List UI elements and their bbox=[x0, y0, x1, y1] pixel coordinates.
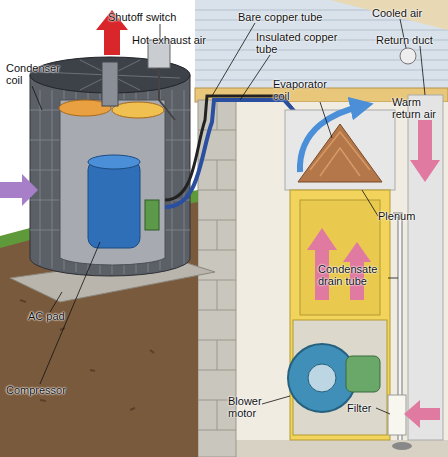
part-label: Plenum bbox=[378, 210, 428, 222]
return-arrow bbox=[404, 400, 440, 428]
compressor-top bbox=[88, 155, 140, 169]
capacitor bbox=[145, 200, 159, 230]
return-duct bbox=[408, 95, 443, 440]
part-label: Evaporator coil bbox=[273, 78, 335, 102]
fan-motor bbox=[102, 62, 118, 106]
part-label: Blower motor bbox=[228, 395, 273, 419]
blower-hub bbox=[308, 364, 336, 392]
basement-floor bbox=[236, 440, 448, 457]
part-label: Insulated copper tube bbox=[256, 31, 351, 55]
house bbox=[195, 0, 448, 457]
compressor bbox=[88, 160, 140, 248]
leader-line bbox=[240, 55, 270, 100]
cutaway bbox=[60, 100, 165, 265]
part-label: Hot exhaust air bbox=[132, 34, 222, 46]
conduit bbox=[159, 68, 175, 120]
leader-line bbox=[420, 46, 425, 95]
heat-chamber bbox=[300, 200, 380, 315]
leader-line bbox=[262, 396, 290, 404]
leader-line bbox=[376, 408, 390, 414]
thermostat bbox=[400, 48, 416, 64]
part-label: Return duct bbox=[376, 34, 446, 46]
condenser-coil bbox=[30, 90, 190, 274]
part-label: Bare copper tube bbox=[238, 11, 338, 23]
blower-motor bbox=[346, 356, 380, 392]
roof-overhang bbox=[330, 0, 448, 30]
part-label: Compressor bbox=[6, 384, 76, 396]
intake-arrow bbox=[0, 174, 38, 206]
filter bbox=[388, 395, 406, 435]
floor-drain bbox=[392, 442, 412, 450]
part-label: AC pad bbox=[28, 310, 78, 322]
part-label: Cooled air bbox=[372, 7, 442, 19]
part-label: Shutoff switch bbox=[108, 11, 203, 23]
leader-line bbox=[362, 190, 378, 216]
part-label: Warm return air bbox=[392, 96, 447, 120]
leader-line bbox=[50, 292, 62, 312]
insulated-copper-tube bbox=[165, 100, 304, 207]
refrigerant-lines bbox=[148, 40, 304, 207]
siding-lines bbox=[195, 10, 448, 80]
return-arrow bbox=[410, 120, 440, 182]
leader-line bbox=[388, 278, 398, 279]
cooled-air-arrow bbox=[300, 106, 362, 172]
leader-line bbox=[212, 23, 255, 96]
bare-copper-tube bbox=[165, 96, 300, 200]
fan-blade bbox=[112, 102, 164, 118]
leader-line bbox=[32, 86, 42, 110]
part-label: Condensate drain tube bbox=[318, 263, 388, 287]
part-label: Condenser coil bbox=[6, 62, 64, 86]
leader-line bbox=[320, 102, 332, 138]
leader-lines bbox=[32, 19, 425, 414]
condenser-unit bbox=[0, 10, 190, 276]
coil-fins bbox=[310, 132, 370, 176]
part-label: Filter bbox=[347, 402, 387, 414]
